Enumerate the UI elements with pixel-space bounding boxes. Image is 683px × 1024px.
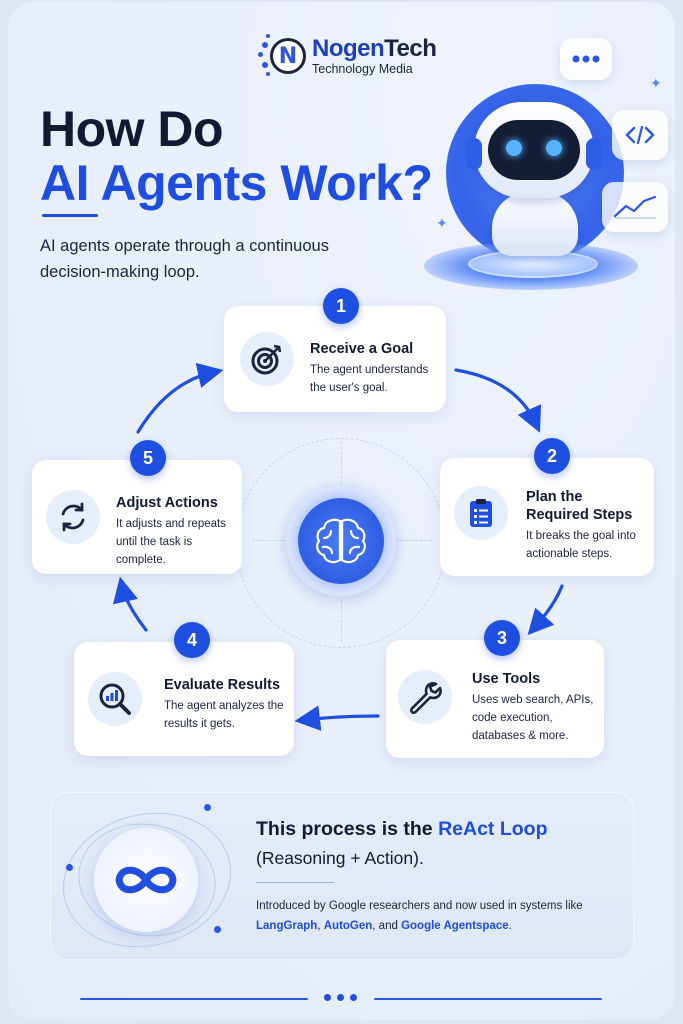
step-number-badge: 1 [323,288,359,324]
robot-illustration: ✦ ✦ [408,38,675,292]
step-description: It adjusts and repeats until the task is… [116,518,226,566]
refresh-cycle-icon [46,490,100,544]
clipboard-checklist-icon [454,486,508,540]
step-number-badge: 2 [534,438,570,474]
target-icon [240,332,294,386]
step-title: Plan the Required Steps [526,489,633,524]
magnifier-chart-icon [88,672,142,726]
line-chart-icon [602,182,668,232]
step-description: Uses web search, APIs, code execution, d… [472,694,594,742]
step-card-adjust-actions: Adjust Actions It adjusts and repeats un… [32,460,242,574]
step-card-receive-goal: Receive a Goal The agent understands the… [224,306,446,412]
step-card-evaluate-results: Evaluate Results The agent analyzes the … [74,642,294,756]
step-card-plan-steps: Plan the Required Steps It breaks the go… [440,458,654,576]
title-line-2: AI Agents Work? [40,155,433,211]
step-card-use-tools: Use Tools Uses web search, APIs, code ex… [386,640,604,758]
wrench-icon [398,670,452,724]
step-title: Receive a Goal [310,341,414,357]
step-description: It breaks the goal into actionable steps… [526,530,636,560]
infographic-page: N NogenTech Technology Media How Do AI A… [8,2,675,1020]
step-description: The agent analyzes the results it gets. [164,700,284,730]
title-line-1: How Do [40,101,224,157]
step-title: Adjust Actions [116,495,218,511]
brand-tagline: Technology Media [312,61,413,76]
brand-mark-icon: N [258,34,308,78]
sparkle-icon: ✦ [436,216,448,232]
footer-line-right [374,998,602,1000]
page-subtitle: AI agents operate through a continuous d… [40,237,329,281]
page-title: How Do AI Agents Work? [40,102,433,210]
step-title: Evaluate Results [164,677,281,693]
step-number-badge: 4 [174,622,210,658]
brain-icon [298,498,384,584]
footer-dots [324,994,357,1001]
banner-heading: This process is the ReAct Loop [256,818,548,840]
infinity-icon [94,828,198,932]
banner-text: Introduced by Google researchers and now… [256,900,583,933]
brand-name: NogenTech [312,34,437,62]
robot-head-icon [466,102,602,198]
chat-bubble-icon [560,38,612,80]
brand-logo: N NogenTech Technology Media [258,34,437,78]
sparkle-icon: ✦ [650,76,662,92]
step-description: The agent understands the user's goal. [310,364,429,394]
step-number-badge: 3 [484,620,520,656]
footer-line-left [80,998,308,1000]
banner-subheading: (Reasoning + Action). [256,848,424,868]
step-title: Use Tools [472,671,541,687]
step-number-badge: 5 [130,440,166,476]
code-icon [612,110,668,160]
title-underline [42,214,98,217]
banner-divider [256,882,334,883]
